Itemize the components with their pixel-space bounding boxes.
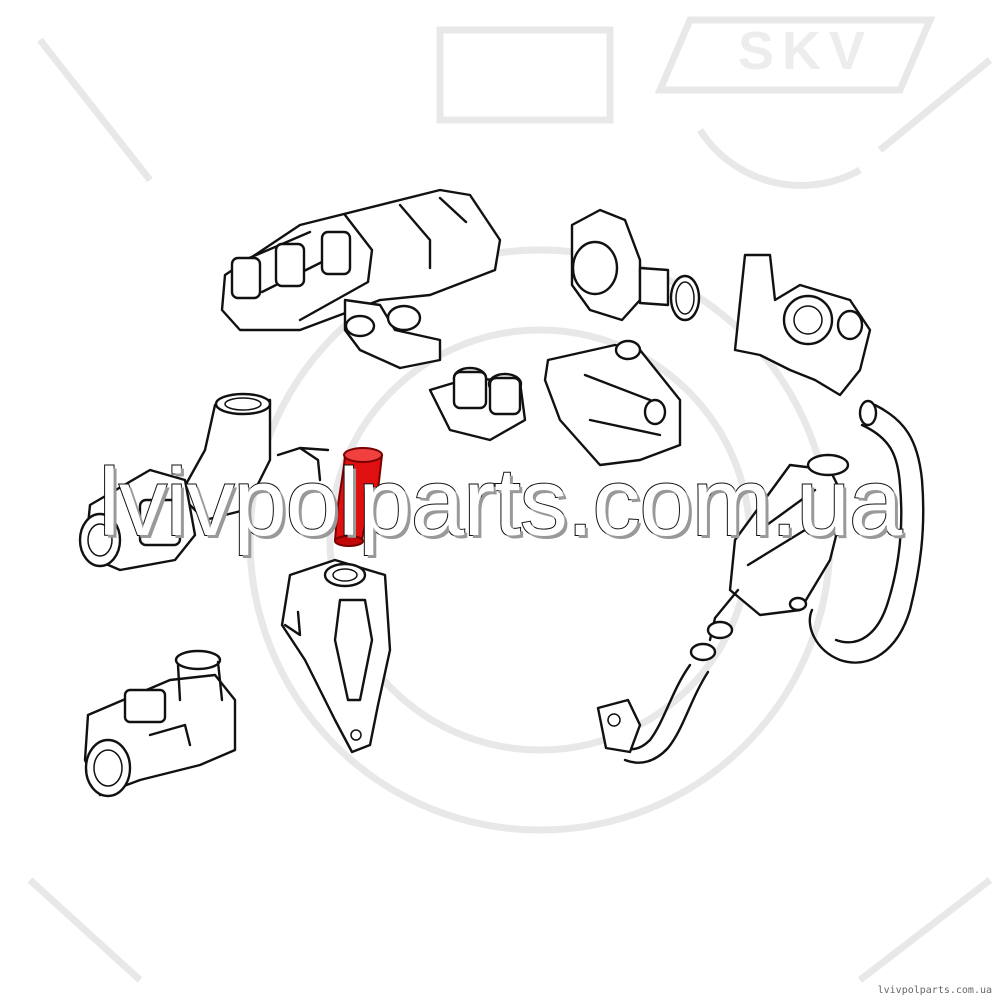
turbo-actuator <box>83 649 237 798</box>
egr-actuator <box>428 366 527 442</box>
intake-housing <box>280 558 392 754</box>
watermark-site-text: lvivpolparts.com.ua <box>98 448 904 557</box>
watermark-brand: SKV <box>738 21 874 81</box>
egr-cooler-small <box>543 339 682 467</box>
egr-cooler-assembly <box>220 188 502 370</box>
exhaust-bracket <box>733 253 872 397</box>
throttle-body <box>78 468 197 572</box>
return-pipe <box>808 399 925 664</box>
watermark-gear <box>27 16 993 983</box>
egr-valve <box>570 208 701 322</box>
lower-pipe <box>596 663 710 764</box>
pipe-elbow-left <box>178 392 330 522</box>
oil-cooler-body <box>689 453 850 662</box>
footer-site-text: lvivpolparts.com.ua <box>877 985 992 996</box>
highlighted-pipe <box>333 447 384 547</box>
